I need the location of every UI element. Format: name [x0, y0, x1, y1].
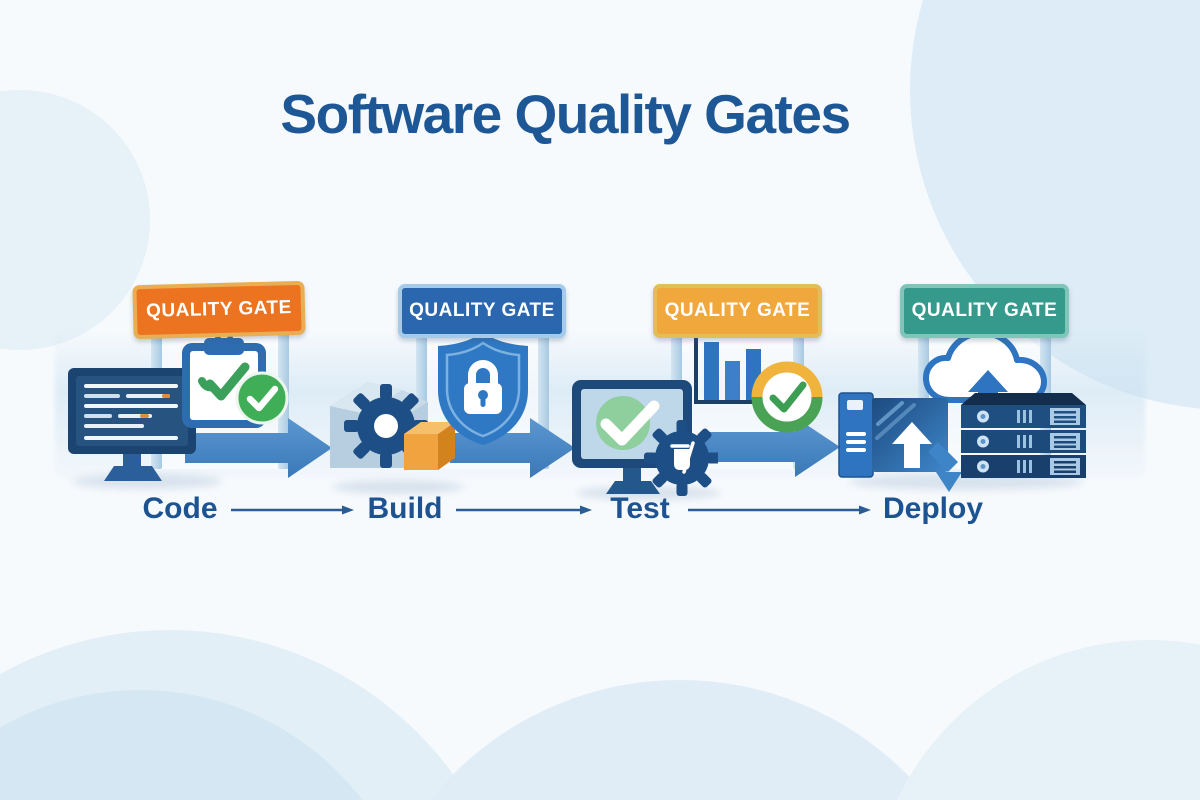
approved-badge-icon	[235, 371, 289, 425]
background-blob-bottom-middle	[360, 680, 1000, 800]
gate-post-build-right	[538, 329, 549, 469]
background-blob-bottom-right	[870, 640, 1200, 800]
rack-tier	[961, 405, 1086, 428]
quality-gate-sign-test: QUALITY GATE	[653, 284, 822, 338]
flow-arrow-code-to-build	[185, 418, 332, 478]
quality-gate-sign-test-label: QUALITY GATE	[664, 300, 811, 321]
quality-gate-sign-code: QUALITY GATE	[132, 280, 306, 340]
quality-gate-sign-deploy: QUALITY GATE	[900, 284, 1069, 338]
stage-label-code: Code	[142, 492, 218, 525]
upload-panel-icon	[872, 398, 962, 492]
connector-build-test	[456, 505, 592, 515]
code-monitor-icon	[68, 368, 196, 481]
quality-gate-sign-build-label: QUALITY GATE	[409, 300, 555, 321]
shadow-build	[332, 480, 464, 494]
stage-label-build: Build	[367, 492, 443, 525]
test-monitor-check-icon	[572, 380, 718, 496]
server-rack-icon	[961, 393, 1086, 478]
page-title: Software Quality Gates	[280, 83, 851, 145]
connector-code-build	[231, 505, 354, 515]
build-package-gear-icon	[330, 382, 455, 470]
rack-tier	[961, 455, 1086, 478]
stage-label-test: Test	[610, 492, 670, 525]
gear-icon	[344, 384, 428, 468]
pass-ring-badge-icon	[751, 361, 823, 433]
orange-cube-icon	[404, 422, 455, 470]
flow-arrow-test-to-deploy	[700, 417, 840, 477]
connector-test-deploy	[688, 505, 871, 515]
gear-flask-icon	[644, 420, 718, 496]
bar-chart-icon	[694, 336, 776, 404]
stage-label-deploy: Deploy	[882, 492, 984, 525]
server-tower-icon	[838, 392, 874, 478]
quality-gate-sign-deploy-label: QUALITY GATE	[911, 300, 1058, 321]
quality-gate-sign-code-label: QUALITY GATE	[145, 297, 293, 322]
rack-tier	[961, 430, 1086, 453]
quality-gate-sign-build: QUALITY GATE	[398, 284, 566, 338]
shield-lock-icon	[438, 332, 528, 445]
bent-arrow-icon	[928, 442, 962, 492]
